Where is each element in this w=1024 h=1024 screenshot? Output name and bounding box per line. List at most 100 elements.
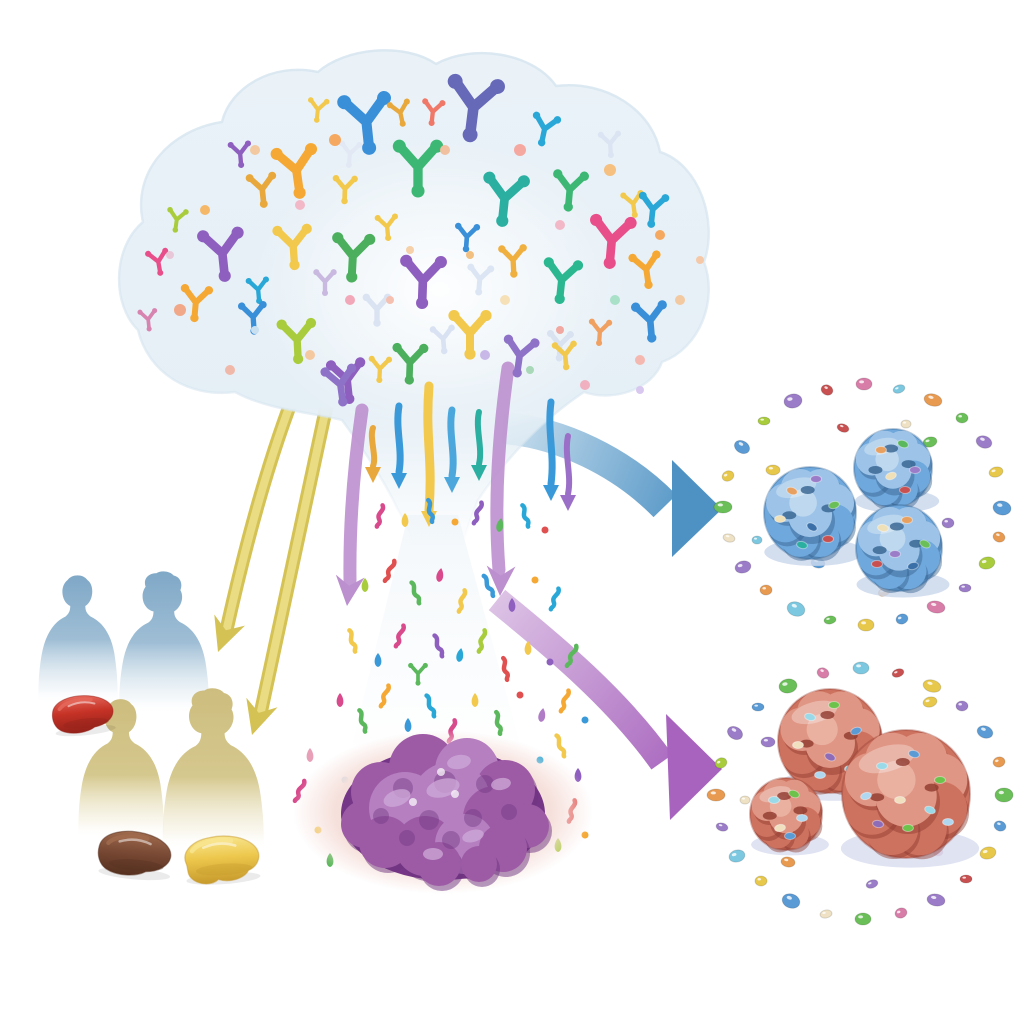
funnel-stream-arrow	[543, 398, 559, 501]
fragment-ribbon	[432, 633, 445, 659]
antigen-bead	[721, 470, 735, 482]
tumor-lump	[417, 842, 461, 886]
fragment-ribbon	[393, 623, 406, 649]
molecule-dot	[386, 296, 394, 304]
cell-speckle	[774, 515, 786, 523]
cell-speckle	[942, 818, 954, 826]
liver-icon	[97, 830, 172, 881]
antigen-bead	[992, 531, 1006, 543]
patient-tan-female-silhouette	[162, 688, 264, 850]
antibody-y-icon	[337, 91, 392, 155]
antigen-bead	[757, 416, 771, 426]
antibody-y-icon	[400, 254, 447, 310]
molecule-dot	[250, 145, 260, 155]
antibody-y-icon	[145, 247, 169, 276]
cell-speckle	[828, 701, 840, 709]
cell-speckle	[902, 824, 914, 832]
funnel-stream-arrow	[560, 433, 576, 511]
fatty-liver-icon	[184, 835, 261, 885]
molecule-dot	[556, 326, 564, 334]
cell-speckle	[934, 776, 946, 784]
ghost-antibody-icon	[597, 130, 622, 159]
antigen-bead	[926, 600, 946, 614]
antigen-bead	[978, 556, 996, 570]
molecule-dot	[635, 355, 645, 365]
antigen-bead	[778, 678, 798, 694]
fragment-ribbon	[382, 558, 397, 584]
arrow-to-red-cells	[488, 589, 673, 770]
antigen-bead	[816, 667, 830, 679]
cloud-molecule-dots	[166, 134, 704, 394]
antigen-bead	[891, 668, 905, 678]
patient-tan-male-silhouette	[78, 699, 164, 838]
molecule-dot	[440, 145, 450, 155]
cell-speckle	[788, 789, 800, 799]
antibody-y-icon	[137, 308, 158, 332]
patient-blue-female-silhouette	[119, 571, 210, 715]
fragment-dot	[531, 576, 539, 584]
cell-speckle	[897, 439, 909, 449]
funnel-haze	[352, 515, 520, 745]
antigen-bead	[865, 879, 879, 889]
fragment-drop	[374, 653, 382, 667]
cluster-red-cells	[706, 661, 1014, 926]
cell-speckle	[768, 796, 780, 804]
fragment-ribbon	[548, 586, 561, 612]
arrow-to-patients-head	[214, 614, 245, 652]
ghost-antibody-icon	[429, 324, 455, 355]
molecule-dot	[604, 164, 616, 176]
fragment-y-icon	[408, 662, 428, 686]
funnel-stream-arrow	[471, 409, 487, 481]
antibody-y-icon	[620, 190, 644, 218]
antigen-bead	[819, 909, 833, 919]
antigen-bead	[823, 615, 837, 625]
antigen-bead	[854, 912, 872, 926]
funnel-edge-arrows	[335, 361, 516, 606]
molecule-dot	[514, 144, 526, 156]
antigen-bead	[713, 500, 733, 514]
antigen-bead	[976, 725, 994, 739]
funnel-purple-arrowhead	[486, 565, 516, 596]
antigen-bead	[786, 601, 806, 617]
fragment-drop	[471, 693, 479, 707]
fragment-ribbon	[558, 688, 571, 714]
cell-speckle	[877, 523, 889, 533]
cell-blob	[853, 428, 940, 513]
antigen-bead	[922, 679, 942, 693]
antibody-y-icon	[386, 98, 410, 127]
fragment-ribbon	[554, 733, 567, 759]
antibody-y-icon	[245, 171, 277, 208]
molecule-dot	[696, 256, 704, 264]
antibody-y-icon	[374, 213, 398, 241]
fragment-dot	[581, 716, 589, 724]
antibody-y-icon	[270, 143, 318, 199]
fragment-dot	[516, 691, 524, 699]
antibody-y-icon	[368, 355, 393, 384]
antigen-bead	[726, 725, 744, 741]
cell-speckle	[822, 535, 834, 543]
cell-speckle	[875, 446, 887, 454]
cell-speckle	[814, 771, 826, 779]
fragment-ribbon	[564, 643, 579, 669]
fragment-drop	[401, 513, 409, 527]
fragment-ribbon	[357, 708, 368, 734]
antigen-bead	[783, 393, 803, 409]
fragment-ribbon	[347, 628, 358, 654]
antigen-bead	[894, 907, 908, 919]
molecule-dot	[580, 380, 590, 390]
funnel-stream-arrow	[444, 406, 460, 493]
cell-speckle	[784, 832, 796, 840]
antigen-bead	[992, 500, 1012, 516]
molecule-dot	[406, 246, 414, 254]
funnel-purple-arrow-2	[486, 361, 516, 596]
cell-blob	[855, 504, 950, 598]
antibody-y-icon	[483, 171, 530, 227]
antigen-bead	[992, 756, 1006, 768]
fragment-ribbon	[426, 497, 436, 525]
antibody-y-icon	[503, 334, 540, 378]
cell-speckle	[889, 550, 901, 558]
antibody-y-icon	[588, 318, 613, 347]
antibody-y-icon	[447, 73, 505, 143]
antibody-y-icon	[638, 191, 670, 228]
antigen-bead	[979, 846, 997, 860]
